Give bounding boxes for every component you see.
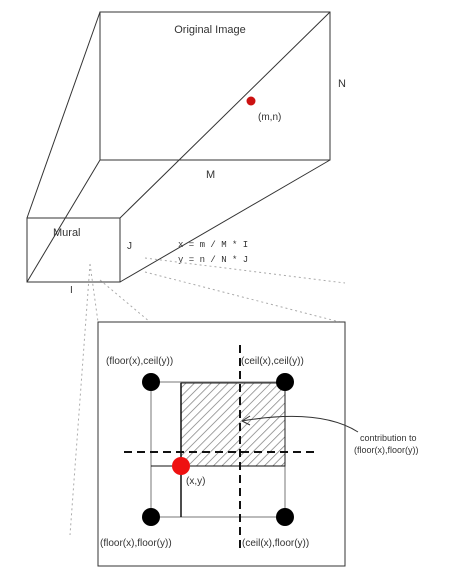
frustum-edge-top-left [26, 11, 101, 219]
original-height-label: N [338, 78, 346, 90]
zoom-guide-top-left [89, 263, 99, 323]
projection-frustum [26, 11, 331, 283]
label-top-right: (ceil(x),ceil(y)) [241, 356, 304, 367]
annotation-arrowhead [241, 415, 251, 426]
corner-top-right [276, 373, 294, 391]
label-top-left: (floor(x),ceil(y)) [106, 356, 173, 367]
original-width-label: M [206, 169, 215, 181]
label-bottom-left: (floor(x),floor(y)) [100, 538, 172, 549]
mural-frame [26, 217, 121, 283]
corner-bottom-right [276, 508, 294, 526]
mural-title: Mural [53, 227, 81, 239]
image-point-label: (m,n) [258, 112, 281, 123]
annotation-line-1: contribution to [360, 433, 417, 443]
label-bottom-right: (ceil(x),floor(y)) [242, 538, 309, 549]
zoom-guide-mid [99, 279, 151, 323]
equation-x: x = m / M * I [178, 240, 248, 250]
mural-width-label: I [70, 285, 73, 296]
label-sample: (x,y) [186, 476, 205, 487]
frustum-edge-bottom-right [119, 159, 331, 283]
frustum-edge-top-right [119, 11, 331, 219]
corner-top-left [142, 373, 160, 391]
zoom-guide-left [69, 263, 91, 536]
annotation-line-2: (floor(x),floor(y)) [354, 445, 419, 455]
annotation-arrow [241, 415, 359, 433]
mural-height-label: J [127, 241, 132, 252]
original-image-frame [99, 11, 331, 161]
image-point-marker [246, 96, 256, 106]
zoom-guides [69, 257, 346, 536]
frustum-edge-bottom-left [26, 159, 101, 283]
equation-y: y = n / N * J [178, 255, 248, 265]
contribution-region [180, 382, 286, 467]
sample-point [172, 457, 190, 475]
zoom-guide-far-right [144, 257, 346, 284]
corner-bottom-left [142, 508, 160, 526]
zoom-guide-right [144, 271, 341, 323]
original-image-title: Original Image [174, 24, 246, 36]
